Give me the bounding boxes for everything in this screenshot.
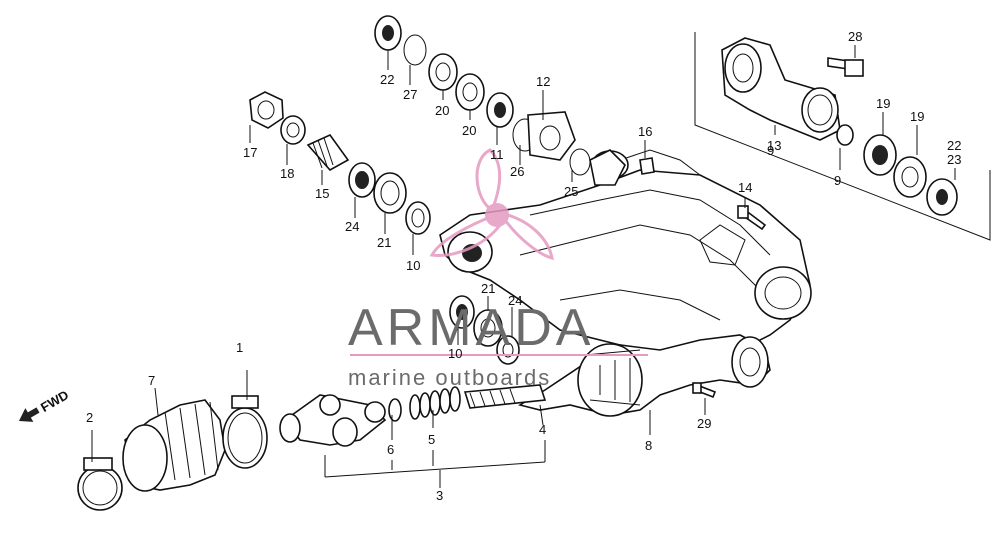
- callout-4: 4: [539, 422, 546, 437]
- callout-5: 5: [428, 432, 435, 447]
- callout-16: 16: [638, 124, 652, 139]
- spring-set: [388, 386, 461, 422]
- callout-2: 2: [86, 410, 93, 425]
- final-drive-housing: [517, 334, 771, 417]
- callout-24-left: 24: [345, 219, 359, 234]
- callouts: 1 2 3 4 5 6 7 8 9 9 10 10 11 12 13 14 15…: [86, 29, 961, 503]
- callout-15: 15: [315, 186, 329, 201]
- middle-bearing-stack: [449, 295, 520, 365]
- callout-3: 3: [436, 488, 443, 503]
- fwd-label: FWD: [38, 387, 71, 415]
- callout-8: 8: [645, 438, 652, 453]
- callout-18: 18: [280, 166, 294, 181]
- propeller-logo: [429, 148, 554, 261]
- left-bearing-stack: [249, 91, 431, 235]
- drive-shaft: [463, 384, 547, 409]
- callout-6: 6: [387, 442, 394, 457]
- callout-13: 13: [767, 138, 781, 153]
- callout-23: 23: [947, 152, 961, 167]
- watermark-tagline: marine outboards: [348, 365, 551, 390]
- callout-19-left: 19: [876, 96, 890, 111]
- callout-10-left: 10: [406, 258, 420, 273]
- universal-joint: [279, 394, 387, 447]
- callout-20-lower: 20: [462, 123, 476, 138]
- callout-17: 17: [243, 145, 257, 160]
- watermark: ARMADA marine outboards: [348, 148, 648, 390]
- callout-22-right: 22: [947, 138, 961, 153]
- callout-14: 14: [738, 180, 752, 195]
- right-assembly: [694, 32, 991, 241]
- fwd-arrow: FWD: [18, 387, 71, 422]
- bolts: [692, 205, 767, 399]
- callout-1: 1: [236, 340, 243, 355]
- fwd-arrow-icon: [18, 407, 40, 422]
- callout-22-top: 22: [380, 72, 394, 87]
- callout-7: 7: [148, 373, 155, 388]
- callout-10-mid: 10: [448, 346, 462, 361]
- watermark-brand: ARMADA: [348, 299, 594, 357]
- callout-9-right: 9: [834, 173, 841, 188]
- callout-25: 25: [564, 184, 578, 199]
- callout-9-upper: 9: [767, 143, 774, 158]
- callout-11: 11: [490, 147, 504, 162]
- callout-20-upper: 20: [435, 103, 449, 118]
- callout-27: 27: [403, 87, 417, 102]
- callout-28: 28: [848, 29, 862, 44]
- band-clamps: [77, 395, 268, 511]
- callout-21-left: 21: [377, 235, 391, 250]
- leader-lines: [91, 45, 956, 488]
- callout-12: 12: [536, 74, 550, 89]
- callout-19-right: 19: [910, 109, 924, 124]
- rubber-boot: [122, 399, 226, 492]
- callout-29: 29: [697, 416, 711, 431]
- callout-24-mid: 24: [508, 293, 522, 308]
- callout-21-mid: 21: [481, 281, 495, 296]
- callout-26: 26: [510, 164, 524, 179]
